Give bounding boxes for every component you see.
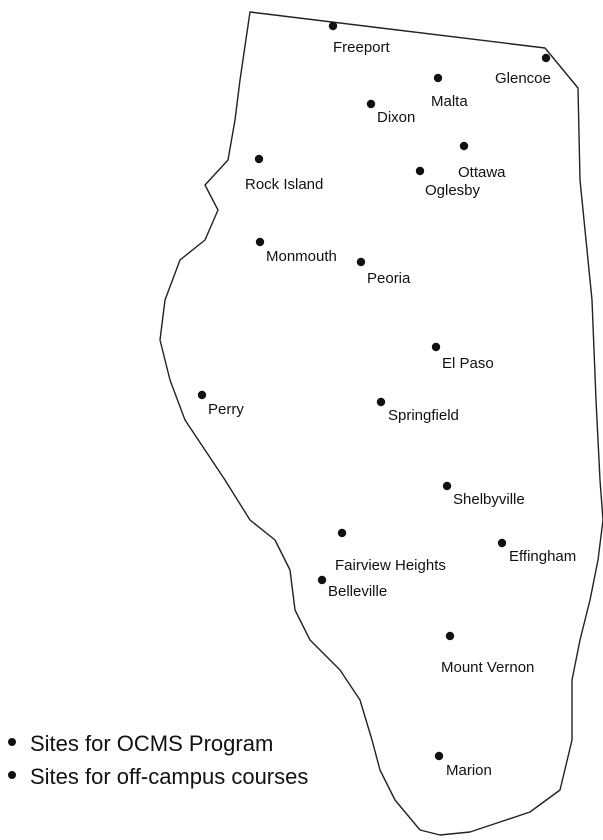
illinois-state-outline [159,11,603,836]
city-label: Perry [208,401,244,418]
site-marker-icon [337,528,347,538]
city-label: Shelbyville [453,491,525,508]
site-marker-icon [317,575,327,585]
city-label: Mount Vernon [441,659,534,676]
legend-item-label: Sites for off-campus courses [30,764,308,789]
city-label: Glencoe [495,70,551,87]
bullet-icon [8,738,16,746]
legend-item-label: Sites for OCMS Program [30,731,273,756]
site-marker-icon [254,154,264,164]
city-label: Effingham [509,548,576,565]
site-marker-icon [415,166,425,176]
city-label: El Paso [442,355,494,372]
city-label: Marion [446,762,492,779]
site-marker-icon [356,257,366,267]
site-marker-icon [434,751,444,761]
city-label: Malta [431,93,468,110]
city-label: Freeport [333,39,391,56]
city-label: Springfield [388,407,459,424]
site-marker-icon [197,390,207,400]
city-label: Monmouth [266,248,337,265]
bullet-icon [8,771,16,779]
site-marker-icon [431,342,441,352]
city-label: Ottawa [458,164,506,181]
city-label: Peoria [367,270,411,287]
city-label: Dixon [377,109,415,126]
site-marker-icon [541,53,551,63]
site-marker-icon [376,397,386,407]
site-marker-icon [442,481,452,491]
site-marker-icon [328,21,338,31]
city-label: Fairview Heights [335,557,446,574]
city-label: Rock Island [245,176,323,193]
city-label: Oglesby [425,182,481,199]
site-marker-icon [255,237,265,247]
site-marker-icon [366,99,376,109]
site-marker-icon [445,631,455,641]
site-marker-icon [459,141,469,151]
site-marker-icon [433,73,443,83]
city-label: Belleville [328,583,387,600]
site-marker-icon [497,538,507,548]
